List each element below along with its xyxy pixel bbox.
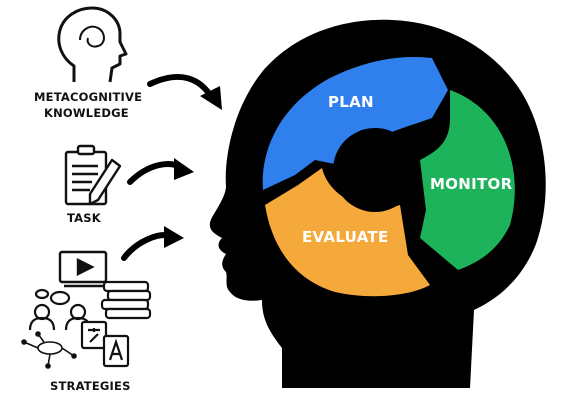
evaluate-segment bbox=[265, 168, 430, 297]
cycle-center bbox=[333, 128, 417, 212]
evaluate-label: EVALUATE bbox=[302, 228, 389, 246]
strategies-label: STRATEGIES bbox=[50, 379, 131, 393]
clipboard-with-pencil-icon bbox=[64, 144, 122, 206]
monitor-label: MONITOR bbox=[430, 175, 513, 193]
plan-label: PLAN bbox=[328, 93, 374, 111]
task-label: TASK bbox=[67, 211, 102, 225]
arrow-head-3 bbox=[164, 226, 184, 248]
arrow-head-2 bbox=[174, 158, 194, 180]
stack-of-books-icon bbox=[100, 280, 152, 320]
plan-segment bbox=[262, 57, 448, 190]
arrow-head-1 bbox=[200, 86, 222, 110]
metacognitive-label-line1: METACOGNITIVE bbox=[34, 90, 142, 104]
metacognitive-label-line2: KNOWLEDGE bbox=[44, 106, 129, 120]
monitor-segment bbox=[420, 90, 515, 270]
network-icon bbox=[21, 331, 77, 369]
video-player-icon bbox=[58, 250, 108, 288]
translate-icon bbox=[80, 320, 130, 368]
human-head-outline-icon bbox=[57, 6, 128, 83]
